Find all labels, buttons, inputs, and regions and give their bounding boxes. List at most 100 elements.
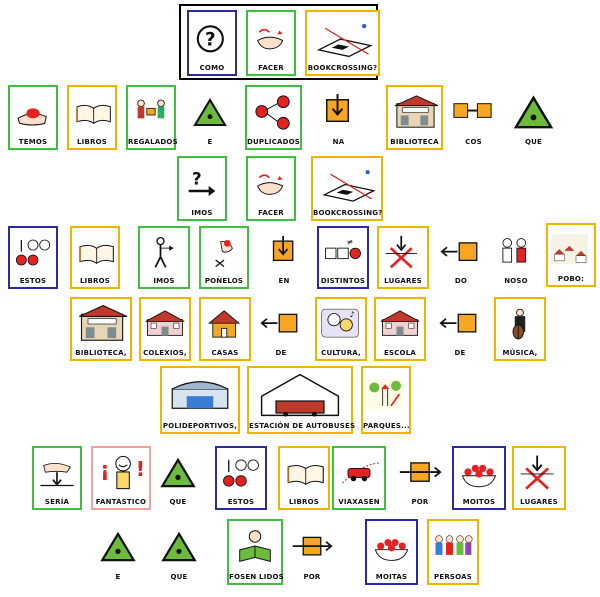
card-label: DISTINTOS [320, 277, 366, 285]
pictogram-card: ESTOS [215, 446, 267, 510]
card-label: MÚSICA, [502, 349, 538, 357]
pictogram-card: LIBROS [278, 446, 330, 510]
pictogram-card: CASAS [199, 297, 251, 361]
pictogram-card: ESCOLA [374, 297, 426, 361]
pictogram-card: EN [258, 226, 310, 289]
pictogram-card: DUPLICADOS [245, 85, 302, 150]
pictogram-card: DO [435, 226, 487, 289]
pictogram-card: BIBLIOTECA [386, 85, 443, 150]
card-label: DUPLICADOS [247, 138, 301, 146]
card-label: E [207, 138, 213, 146]
pictogram-card: ESTACIÓN DE AUTOBUSES [247, 366, 356, 434]
pictogram-card: TEMOS [8, 85, 58, 150]
svg-text:?: ? [205, 30, 216, 51]
card-label: NOSO [504, 277, 528, 285]
card-label: CULTURA, [321, 349, 361, 357]
card-label: BIBLIOTECA [390, 138, 439, 146]
card-label: POR [411, 498, 429, 506]
pictogram-card: LUGARES [377, 226, 429, 289]
card-label: MOITAS [375, 573, 408, 581]
pictogram-card: MOITOS [452, 446, 506, 510]
pictogram-card: PARQUES... [361, 366, 411, 434]
pictogram-card: E [92, 519, 144, 585]
svg-text:!: ! [136, 457, 146, 481]
card-label: ESCOLA [384, 349, 416, 357]
pictogram-card: E [185, 85, 235, 150]
pictogram-card: BIBLIOTECA, [70, 297, 132, 361]
pictogram-card: ? COMO [187, 10, 237, 76]
pictogram-card: MOITAS [365, 519, 418, 585]
card-label: DE [275, 349, 287, 357]
pictogram-card: BOOKCROSSING? [305, 10, 380, 76]
pictogram-card: DE [434, 297, 486, 361]
card-label: LUGARES [384, 277, 422, 285]
card-label: COLEXIOS, [143, 349, 187, 357]
card-label: FACER [258, 64, 284, 72]
card-label: LUGARES [520, 498, 558, 506]
pictogram-card: QUE [153, 519, 205, 585]
card-label: COS [465, 138, 482, 146]
card-label: MOITOS [462, 498, 496, 506]
card-label: POLIDEPORTIVOS, [162, 422, 238, 430]
card-label: FANTÁSTICO [95, 498, 147, 506]
pictogram-card: POR [393, 446, 447, 510]
card-label: DO [454, 277, 468, 285]
card-label: FACER [258, 209, 284, 217]
card-label: E [115, 573, 121, 581]
pictogram-card: IMOS [138, 226, 190, 289]
card-label: ESTOS [227, 498, 255, 506]
card-label: EN [278, 277, 290, 285]
pictogram-card: LUGARES [512, 446, 566, 510]
pictogram-card: FACER [246, 10, 296, 76]
svg-text:¡: ¡ [100, 457, 110, 481]
pictogram-card: QUE [152, 446, 204, 510]
svg-text:♪: ♪ [350, 310, 355, 319]
pictogram-card: REGALADOS [126, 85, 178, 150]
pictogram-card: LIBROS [70, 226, 120, 289]
card-label: ESTOS [19, 277, 47, 285]
pictogram-card: POLIDEPORTIVOS, [160, 366, 240, 434]
card-label: ESTACIÓN DE AUTOBUSES [249, 422, 356, 430]
card-label: POR [303, 573, 321, 581]
card-label: QUE [524, 138, 543, 146]
card-label: NA [332, 138, 345, 146]
card-label: VIAXASEN [338, 498, 380, 506]
card-label: IMOS [191, 209, 213, 217]
card-label: BIBLIOTECA, [75, 349, 127, 357]
pictogram-card: MÚSICA, [494, 297, 546, 361]
card-label: REGALADOS [128, 138, 178, 146]
pictogram-card: NOSO [490, 226, 542, 289]
pictogram-card: ≠DISTINTOS [317, 226, 369, 289]
card-label: SERÍA [44, 498, 70, 506]
card-label: COMO [199, 64, 225, 72]
pictogram-card: ¡! FANTÁSTICO [91, 446, 151, 510]
pictogram-card: ?IMOS [177, 156, 227, 221]
pictogram-card: COLEXIOS, [139, 297, 191, 361]
pictogram-card: FOSEN LIDOS [227, 519, 284, 585]
pictogram-card: VIAXASEN [332, 446, 386, 510]
pictogram-card: POÑELOS [199, 226, 249, 289]
pictogram-card: POR [286, 519, 338, 585]
pictogram-card: FACER [246, 156, 296, 221]
card-label: IMOS [153, 277, 175, 285]
pictogram-card: NA [310, 85, 367, 150]
card-label: LIBROS [289, 498, 319, 506]
card-label: LIBROS [80, 277, 110, 285]
card-label: PERSOAS [434, 573, 472, 581]
pictogram-card: LIBROS [67, 85, 117, 150]
pictogram-card: QUE [505, 85, 562, 150]
card-label: QUE [169, 498, 187, 506]
pictogram-card: DE [255, 297, 307, 361]
card-label: DE [454, 349, 466, 357]
pictogram-card: SERÍA [32, 446, 82, 510]
card-label: BOOKCROSSING? [313, 209, 383, 217]
card-label: POÑELOS [204, 277, 244, 285]
pictogram-card: ESTOS [8, 226, 58, 289]
pictogram-card: BOOKCROSSING? [311, 156, 383, 221]
card-label: BOOKCROSSING? [307, 64, 378, 72]
card-label: POBO: [557, 275, 585, 283]
card-label: FOSEN LIDOS [229, 573, 284, 581]
card-label: CASAS [211, 349, 239, 357]
card-label: TEMOS [18, 138, 48, 146]
